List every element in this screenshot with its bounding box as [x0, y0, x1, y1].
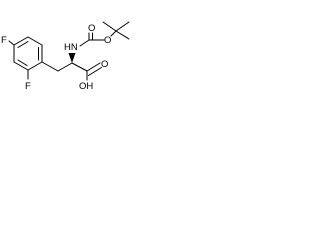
bond — [110, 30, 117, 37]
bond — [86, 62, 101, 72]
bond — [115, 21, 130, 32]
fluorine-top-label: F — [1, 35, 7, 46]
bond — [13, 36, 29, 46]
bond — [79, 39, 90, 47]
fluorine-bottom-label: F — [25, 81, 31, 92]
bond — [88, 67, 102, 76]
acid-carbonyl-oxygen-label: O — [101, 59, 108, 70]
bond — [13, 61, 29, 71]
bond — [27, 61, 43, 71]
bond — [115, 30, 130, 40]
bond — [27, 36, 43, 46]
benzene-ring — [13, 36, 43, 71]
bond — [71, 62, 88, 72]
molecule-structure: F F HN O O O OH — [1, 21, 130, 92]
bond — [41, 61, 59, 72]
ether-oxygen-label: O — [104, 35, 111, 46]
bond — [17, 41, 29, 48]
bond — [8, 40, 15, 46]
carbamate-carbonyl-oxygen-label: O — [88, 23, 95, 34]
amine-label: HN — [64, 42, 78, 53]
stereo-wedge-bond — [68, 53, 76, 63]
bond — [17, 59, 28, 66]
bond — [102, 21, 117, 32]
bond — [57, 62, 73, 72]
hydroxyl-label: OH — [79, 81, 93, 92]
